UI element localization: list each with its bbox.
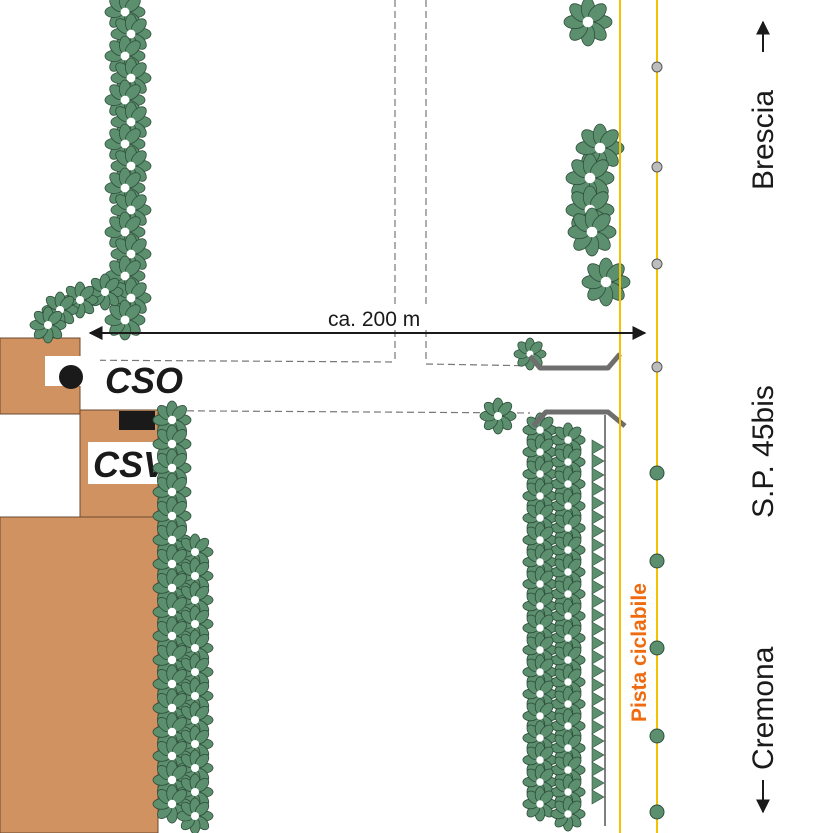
- hedge-bush: [522, 588, 558, 624]
- road-labels: Brescia S.P. 45bis Cremona: [747, 20, 780, 814]
- hedge-spikes: [591, 439, 605, 805]
- hedge-spike: [591, 733, 605, 749]
- building-main: [0, 516, 159, 833]
- hedge-bush: [152, 472, 192, 512]
- cycle-posts: [649, 61, 665, 820]
- hedge-bush: [550, 796, 586, 832]
- hedge-spike: [591, 677, 605, 693]
- hedge-bush: [581, 257, 631, 307]
- post-icon: [651, 61, 663, 73]
- hedge-bush: [563, 0, 613, 47]
- hedge-spike: [591, 453, 605, 469]
- hedge-bush: [513, 337, 547, 371]
- post-icon: [651, 361, 663, 373]
- hedge-bush: [550, 686, 586, 722]
- hedge-spike: [591, 565, 605, 581]
- hedge-bush: [479, 397, 517, 435]
- hedge-bush: [522, 786, 558, 822]
- hedge-spike: [591, 649, 605, 665]
- hedge-spike: [591, 439, 605, 455]
- post-icon: [651, 258, 663, 270]
- hedge-spike: [591, 537, 605, 553]
- hedge-spike: [591, 789, 605, 805]
- hedge-spike: [591, 663, 605, 679]
- hedge-bush: [567, 207, 617, 257]
- road-south-label: Cremona: [747, 646, 780, 770]
- small-tree-icon: [649, 553, 665, 569]
- hedge-bush: [29, 306, 67, 344]
- post-icon: [651, 161, 663, 173]
- hedge-spike: [591, 635, 605, 651]
- hedge-spike: [591, 495, 605, 511]
- small-tree-icon: [649, 465, 665, 481]
- hedge-bush: [152, 784, 192, 824]
- hedge-spike: [591, 621, 605, 637]
- small-tree-icon: [649, 728, 665, 744]
- hedge-spike: [591, 467, 605, 483]
- hedge-spike: [591, 691, 605, 707]
- hedge-spike: [591, 705, 605, 721]
- hedge-spike: [591, 579, 605, 595]
- station-dot-icon: [59, 365, 83, 389]
- hedge-bush: [41, 291, 79, 329]
- hedge-spike: [591, 481, 605, 497]
- distance-label-bg: [322, 308, 446, 328]
- distance-label: ca. 200 m: [328, 308, 420, 331]
- hedge-spike: [591, 509, 605, 525]
- small-tree-icon: [649, 640, 665, 656]
- hedge-spike: [591, 761, 605, 777]
- station-block-icon: [119, 411, 155, 430]
- hedges: [29, 0, 631, 833]
- bike-path-label: Pista ciclabile: [628, 583, 651, 722]
- hedge-bush: [522, 654, 558, 690]
- hedge-spike: [591, 775, 605, 791]
- road-name-label: S.P. 45bis: [747, 385, 780, 518]
- road-north-label: Brescia: [747, 90, 780, 190]
- hedge-spike: [591, 523, 605, 539]
- small-tree-icon: [649, 804, 665, 820]
- station-label-cso: CSO: [105, 360, 183, 401]
- cycle-path: [619, 0, 658, 833]
- hedge-spike: [591, 593, 605, 609]
- hedge-bush: [86, 273, 124, 311]
- hedge-spike: [591, 607, 605, 623]
- guard-rails: [528, 352, 627, 428]
- hedge-spike: [591, 719, 605, 735]
- hedge-bush: [176, 797, 214, 833]
- hedge-spike: [591, 551, 605, 567]
- hedge-spike: [591, 747, 605, 763]
